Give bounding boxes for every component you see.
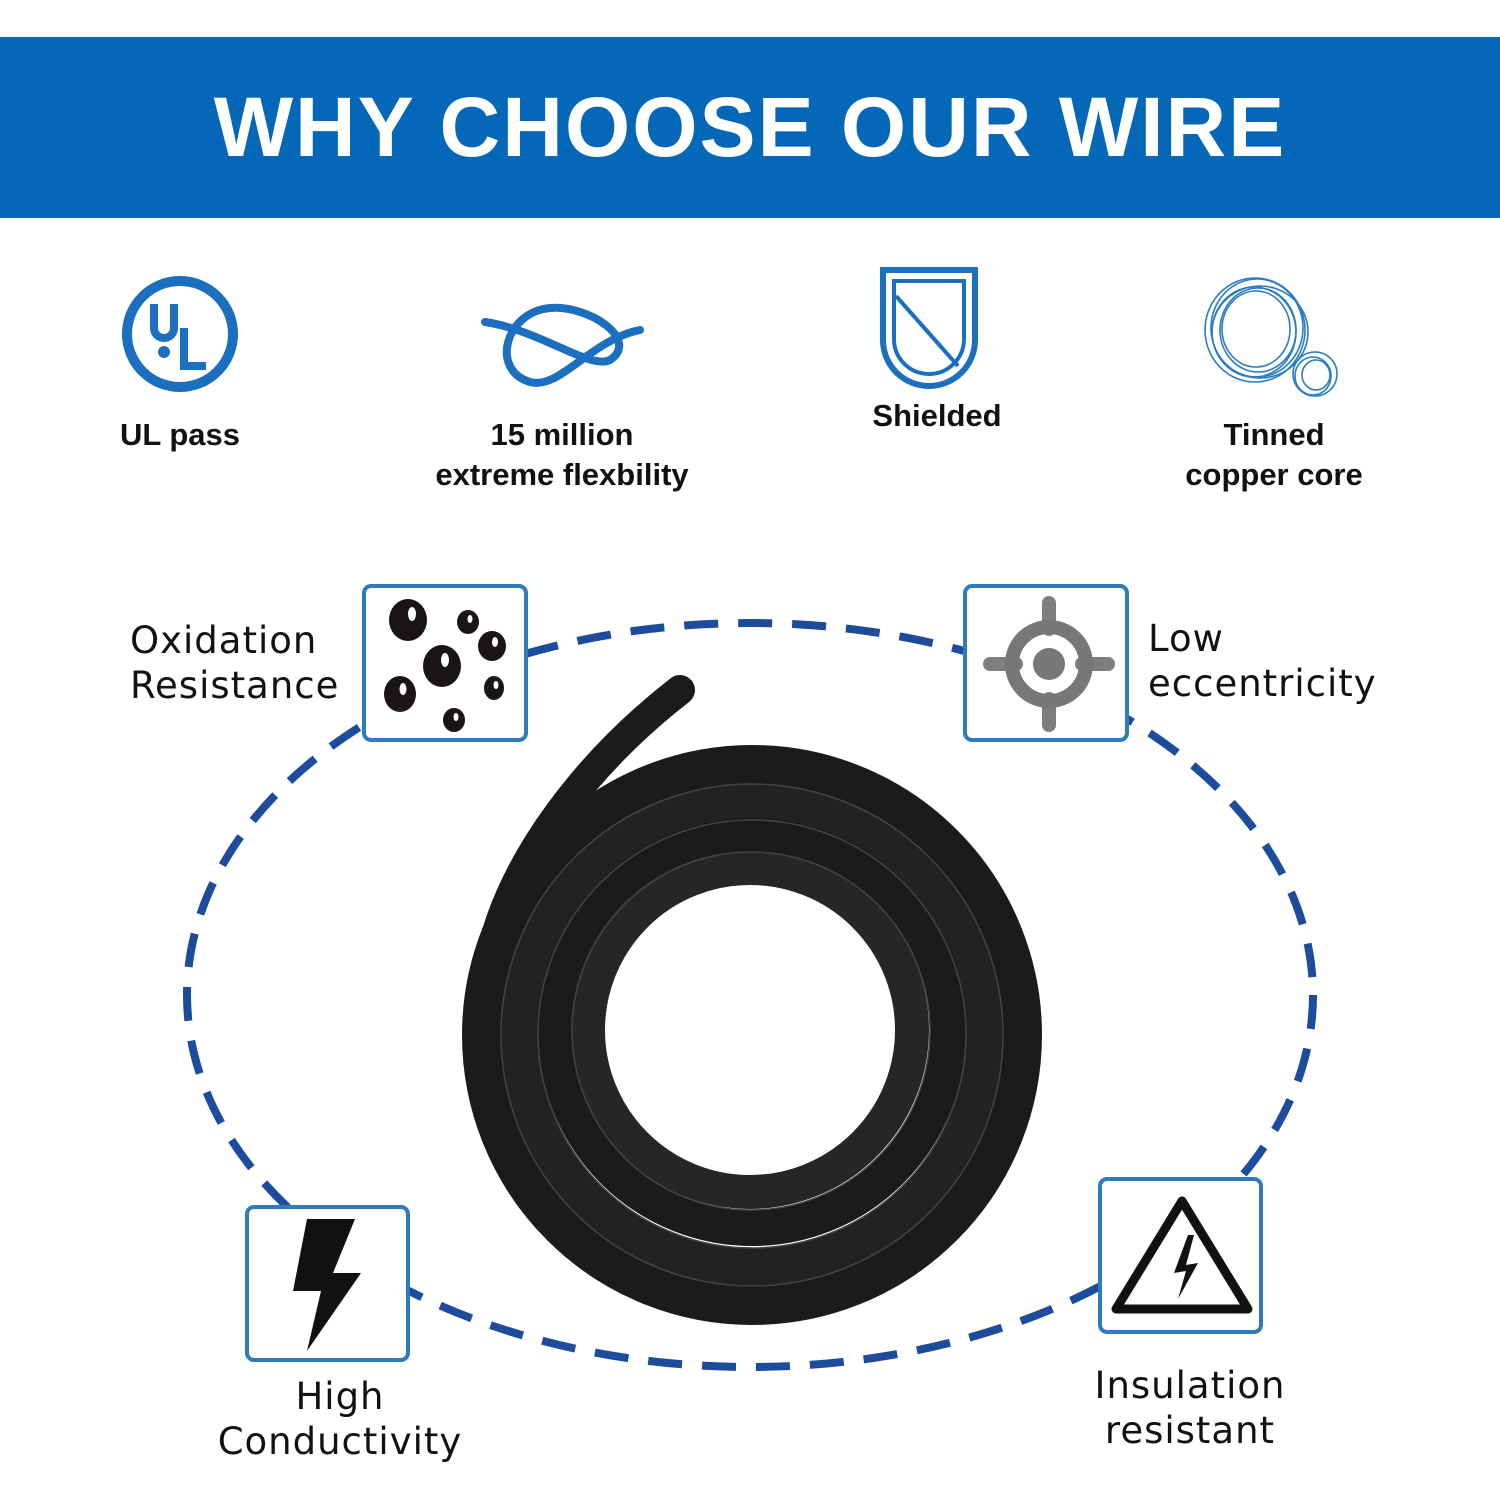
benefit-label: Conductivity — [217, 1420, 463, 1463]
copper-coil-icon — [1204, 277, 1338, 397]
benefit-label: Insulation — [1094, 1364, 1286, 1407]
feature-tinned-copper: Tinned copper core — [1094, 415, 1454, 495]
bubbles-icon — [384, 599, 506, 732]
label-insulation: Insulation resistant — [1030, 1363, 1350, 1453]
dashed-ring — [183, 619, 1317, 1371]
benefit-label: resistant — [1104, 1409, 1276, 1452]
benefit-label: Resistance — [130, 664, 340, 707]
page-title: WHY CHOOSE OUR WIRE — [213, 80, 1287, 174]
feature-shielded: Shielded — [757, 396, 1117, 436]
feature-flexibility: 15 million extreme flexbility — [382, 415, 742, 495]
target-icon — [983, 596, 1115, 732]
shield-icon — [880, 267, 978, 389]
feature-label: 15 million — [490, 417, 634, 452]
cable-coil — [462, 675, 1042, 1325]
feature-ul-pass: UL pass — [0, 415, 360, 455]
label-conductivity: High Conductivity — [180, 1374, 500, 1464]
feature-label: copper core — [1185, 457, 1363, 492]
label-eccentricity: Low eccentricity — [1148, 616, 1377, 706]
high-voltage-warning-icon — [1111, 1196, 1253, 1314]
feature-label: Shielded — [872, 398, 1002, 433]
lightning-icon — [293, 1219, 361, 1351]
oxidation-box — [362, 584, 528, 742]
feature-label: extreme flexbility — [435, 457, 689, 492]
label-oxidation: Oxidation Resistance — [130, 618, 339, 708]
ul-logo-icon — [122, 276, 238, 392]
knot-icon — [481, 303, 644, 387]
benefit-label: eccentricity — [1148, 662, 1377, 705]
eccentricity-box — [963, 584, 1129, 742]
header-banner: WHY CHOOSE OUR WIRE — [0, 37, 1500, 218]
feature-label: Tinned — [1223, 417, 1325, 452]
insulation-box — [1098, 1177, 1263, 1334]
feature-label: UL pass — [119, 417, 241, 452]
benefit-label: High — [295, 1375, 385, 1418]
conductivity-box — [245, 1205, 410, 1362]
benefit-label: Low — [1148, 617, 1224, 660]
benefit-label: Oxidation — [130, 619, 318, 662]
